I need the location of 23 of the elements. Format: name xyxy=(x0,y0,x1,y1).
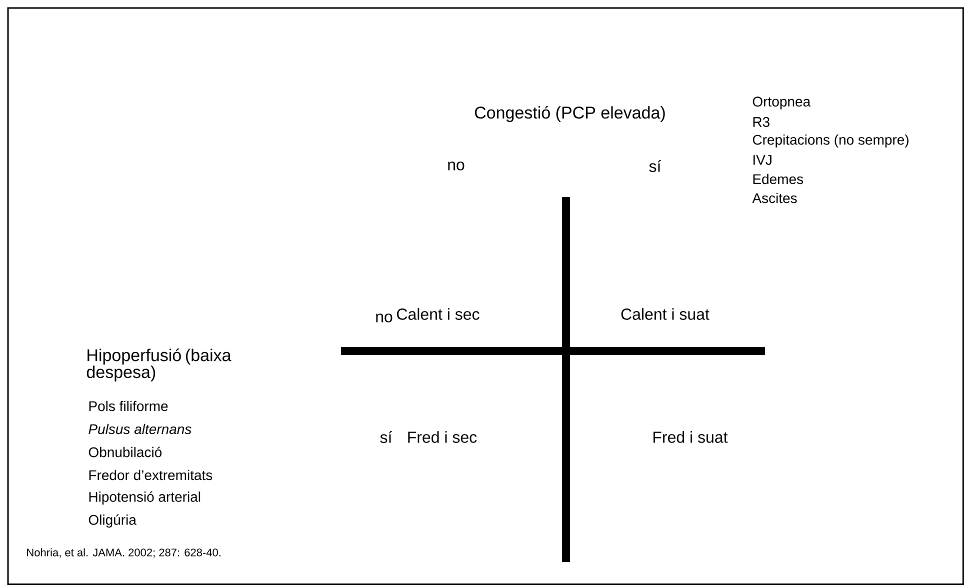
reference-note: Nohria, et al. JAMA. 2002; 287: 628-40. xyxy=(27,548,220,558)
sign-list-item: Fredor d’extremitats xyxy=(89,470,212,480)
sign-list-item: IVJ xyxy=(754,155,772,165)
sign-list-item: R3 xyxy=(753,117,770,127)
sign-list-item: Obnubilació xyxy=(88,446,162,458)
sign-list-item: Ortopnea xyxy=(752,96,811,110)
axis-value: no xyxy=(376,314,392,322)
sign-list-item: Edemes xyxy=(753,174,804,184)
quadrant-label: Calent i sec xyxy=(397,308,480,320)
sign-list-item: Pols filiforme xyxy=(89,400,168,412)
quadrant-label: Calent i suat xyxy=(621,308,710,320)
sign-list-item: Crepitacions (no sempre) xyxy=(752,134,908,148)
axis-value: sí xyxy=(380,431,392,443)
axis-value: sí xyxy=(649,160,662,172)
axis-value: no xyxy=(448,162,464,170)
axis-title: Hipoperfusió (baixa despesa) xyxy=(86,348,232,382)
sign-list-item: Ascites xyxy=(752,192,797,204)
sign-list-item: Oligúria xyxy=(88,514,136,528)
sign-list-item: Hipotensió arterial xyxy=(89,491,200,505)
axis-title: Congestió (PCP elevada) xyxy=(474,106,665,122)
quadrant-label: Fred i sec xyxy=(408,431,477,443)
sign-list-item: Pulsus alternans xyxy=(88,424,192,434)
quadrant-label: Fred i suat xyxy=(654,431,728,443)
